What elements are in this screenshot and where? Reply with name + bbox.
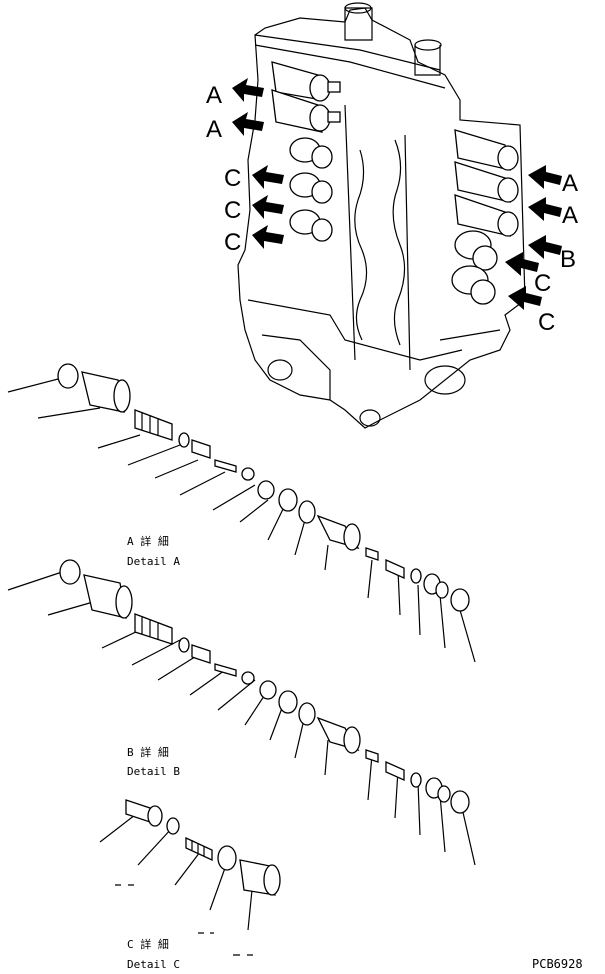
detail-b-title-jp: B 詳 細: [127, 745, 169, 759]
callout-right-4: C: [534, 270, 551, 297]
callout-right-1: A: [562, 170, 578, 197]
detail-c-title-en: Detail C: [127, 958, 180, 971]
callout-right-5: C: [538, 309, 555, 336]
callout-left-5: C: [224, 229, 241, 256]
detail-a-exploded-view: [7, 363, 476, 663]
drawing-code: PCB6928: [532, 957, 583, 971]
left-callout-arrows: [232, 78, 284, 249]
callout-left-1: A: [206, 82, 222, 109]
detail-b-exploded-view: [7, 559, 476, 866]
callout-left-2: A: [206, 116, 222, 143]
right-spool-plugs: [451, 129, 519, 305]
detail-b-title-en: Detail B: [127, 765, 180, 778]
detail-c-title-jp: C 詳 細: [127, 937, 169, 951]
detail-a-title-jp: A 詳 細: [127, 534, 169, 548]
valve-body: [237, 2, 526, 429]
callout-left-4: C: [224, 197, 241, 224]
callout-left-3: C: [224, 165, 241, 192]
detail-c-exploded-view: [99, 799, 281, 956]
callout-right-2: A: [562, 202, 578, 229]
detail-a-title-en: Detail A: [127, 555, 180, 568]
left-spool-plugs: [271, 61, 341, 242]
callout-right-3: B: [560, 246, 576, 273]
right-callout-arrows: [505, 165, 562, 310]
